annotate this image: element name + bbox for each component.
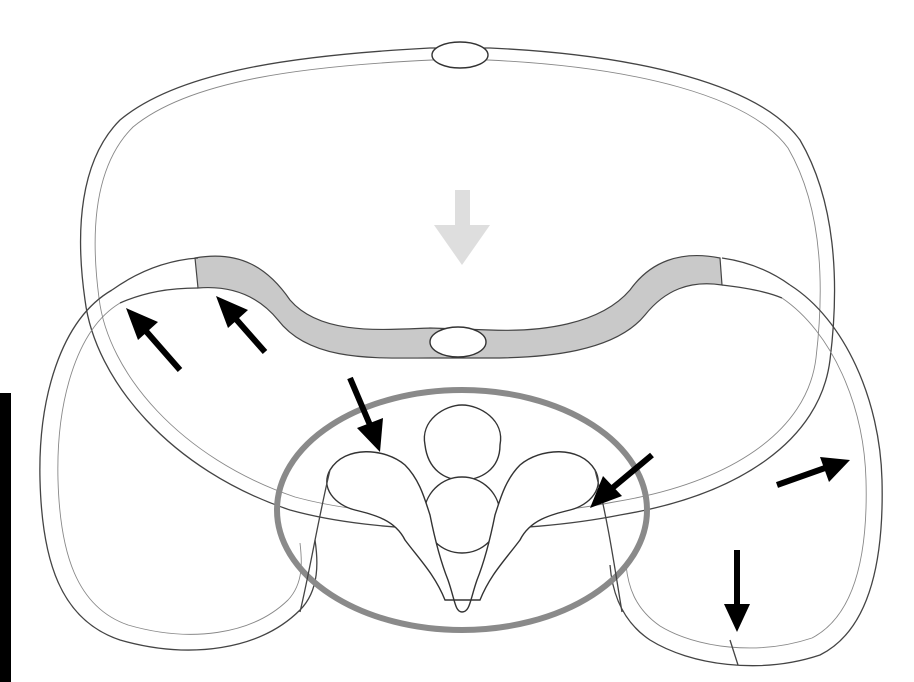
arrow-left-rib-outer [126, 308, 180, 370]
lower-sternum [430, 327, 486, 357]
spinous-top [424, 405, 500, 480]
arrow-right-rib-lateral [777, 457, 850, 485]
faint-down-arrow [434, 190, 490, 265]
vertebra-region [277, 390, 647, 630]
costal-cartilage-band [112, 256, 790, 359]
upper-sternum [432, 42, 488, 68]
arrow-left-rib-inner [216, 296, 265, 352]
arrow-right-rib-lower [724, 550, 750, 632]
